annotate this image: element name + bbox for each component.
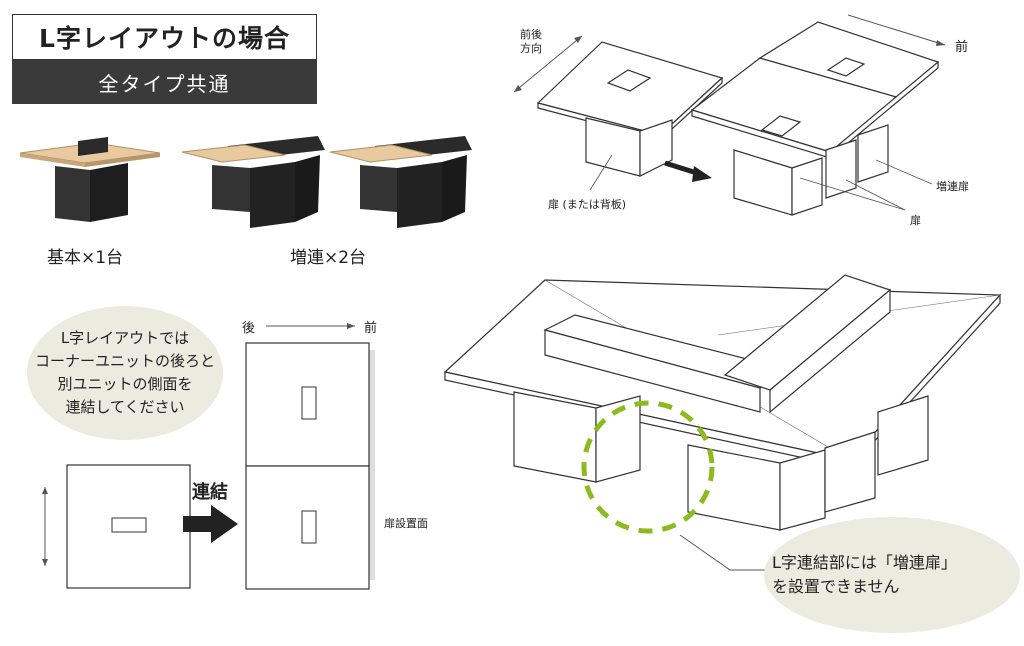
right-plan-stack <box>245 323 375 590</box>
extension-door-label: 増連扉 <box>936 180 969 193</box>
product-extension-image <box>181 136 325 228</box>
door-face-label: 扉設置面 <box>384 517 428 530</box>
front-label-plan: 前 <box>364 321 378 336</box>
page-subtitle: 全タイプ共通 <box>12 60 317 104</box>
page-title: L字レイアウトの場合 <box>12 14 317 60</box>
product-basic-image <box>19 137 161 222</box>
direction-arrow <box>513 35 583 93</box>
left-plan-square <box>42 464 191 589</box>
front-arrow <box>847 14 946 46</box>
left-note-bubble <box>27 306 223 440</box>
direction-label: 前後 方向 <box>520 28 542 55</box>
right-note-bubble <box>764 517 1020 633</box>
left-note-text: L字レイアウトでは コーナーユニットの後ろと 別ユニットの側面を 連結してくださ… <box>34 329 215 416</box>
move-arrow <box>664 160 712 182</box>
product-extension-label: 増連×2台 <box>290 248 367 268</box>
highlight-circle <box>581 400 715 534</box>
combined-table-drawing <box>690 21 940 216</box>
product-basic-label: 基本×1台 <box>47 248 124 268</box>
door-or-back-label: 扉 (または背板) <box>548 198 627 211</box>
leader-lines <box>589 154 933 211</box>
back-label: 後 <box>242 321 256 336</box>
door-label: 扉 <box>910 214 921 227</box>
front-label-top: 前 <box>955 40 969 55</box>
single-table-drawing <box>536 41 724 177</box>
connect-label: 連結 <box>192 482 228 503</box>
l-table-drawing <box>443 274 1002 531</box>
right-note-text: L字連結部には「増連扉」 を設置できません <box>772 553 957 596</box>
product-extension-image-2 <box>329 136 472 228</box>
connect-arrow <box>183 505 238 543</box>
